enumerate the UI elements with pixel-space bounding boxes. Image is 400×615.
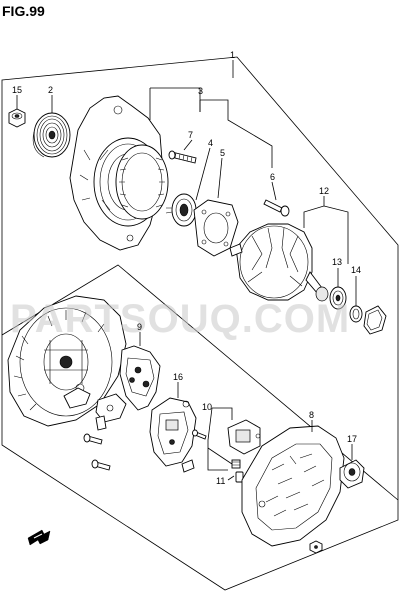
screw-b[interactable]	[91, 459, 111, 471]
callout-15: 15	[12, 85, 22, 95]
nut-bottom[interactable]	[309, 540, 323, 554]
callout-10: 10	[202, 402, 212, 412]
part-11-spring[interactable]	[231, 459, 244, 483]
part-15-nut[interactable]	[8, 108, 26, 128]
part-8-rear-cover[interactable]	[241, 425, 345, 547]
screw-a[interactable]	[83, 433, 103, 445]
callout-8: 8	[309, 410, 314, 420]
callout-13: 13	[332, 257, 342, 267]
callout-7: 7	[188, 130, 193, 140]
callout-11: 11	[216, 476, 225, 486]
rear-housing	[7, 295, 127, 427]
callout-6: 6	[270, 172, 275, 182]
assembly-boundary	[1, 56, 399, 591]
figure-title: FIG.99	[2, 3, 45, 19]
part-4-bearing[interactable]	[165, 193, 197, 227]
callout-9: 9	[137, 322, 142, 332]
callout-labels: 1 2 3 4 5 6 7 8 9 10 11 12 13 14 15 16 1…	[12, 50, 361, 486]
part-14-ring[interactable]	[349, 305, 387, 335]
callout-3: 3	[198, 86, 203, 96]
callout-14: 14	[351, 265, 361, 275]
screw-c[interactable]	[192, 429, 207, 440]
callout-5: 5	[220, 148, 225, 158]
callout-17: 17	[347, 434, 357, 444]
part-17-boot[interactable]	[339, 459, 365, 489]
callout-16: 16	[173, 372, 183, 382]
watermark: PARTSOUQ.COM	[10, 297, 350, 341]
part-9-rectifier[interactable]	[95, 345, 161, 431]
part-2-pulley[interactable]	[32, 112, 71, 158]
part-5-retainer-plate[interactable]	[193, 199, 239, 257]
callout-12: 12	[319, 186, 329, 196]
part-7-stud[interactable]	[168, 150, 197, 164]
callout-2: 2	[48, 85, 53, 95]
stator	[115, 144, 169, 220]
part-13-bearing[interactable]	[329, 286, 347, 310]
leader-lines	[16, 60, 357, 481]
part-10-brush[interactable]	[227, 419, 261, 455]
callout-4: 4	[208, 138, 213, 148]
part-16-regulator[interactable]	[149, 397, 197, 473]
part-6-screw[interactable]	[263, 199, 290, 217]
front-direction-arrow-icon	[27, 529, 51, 546]
rotor	[229, 223, 329, 302]
callout-1: 1	[230, 50, 235, 60]
